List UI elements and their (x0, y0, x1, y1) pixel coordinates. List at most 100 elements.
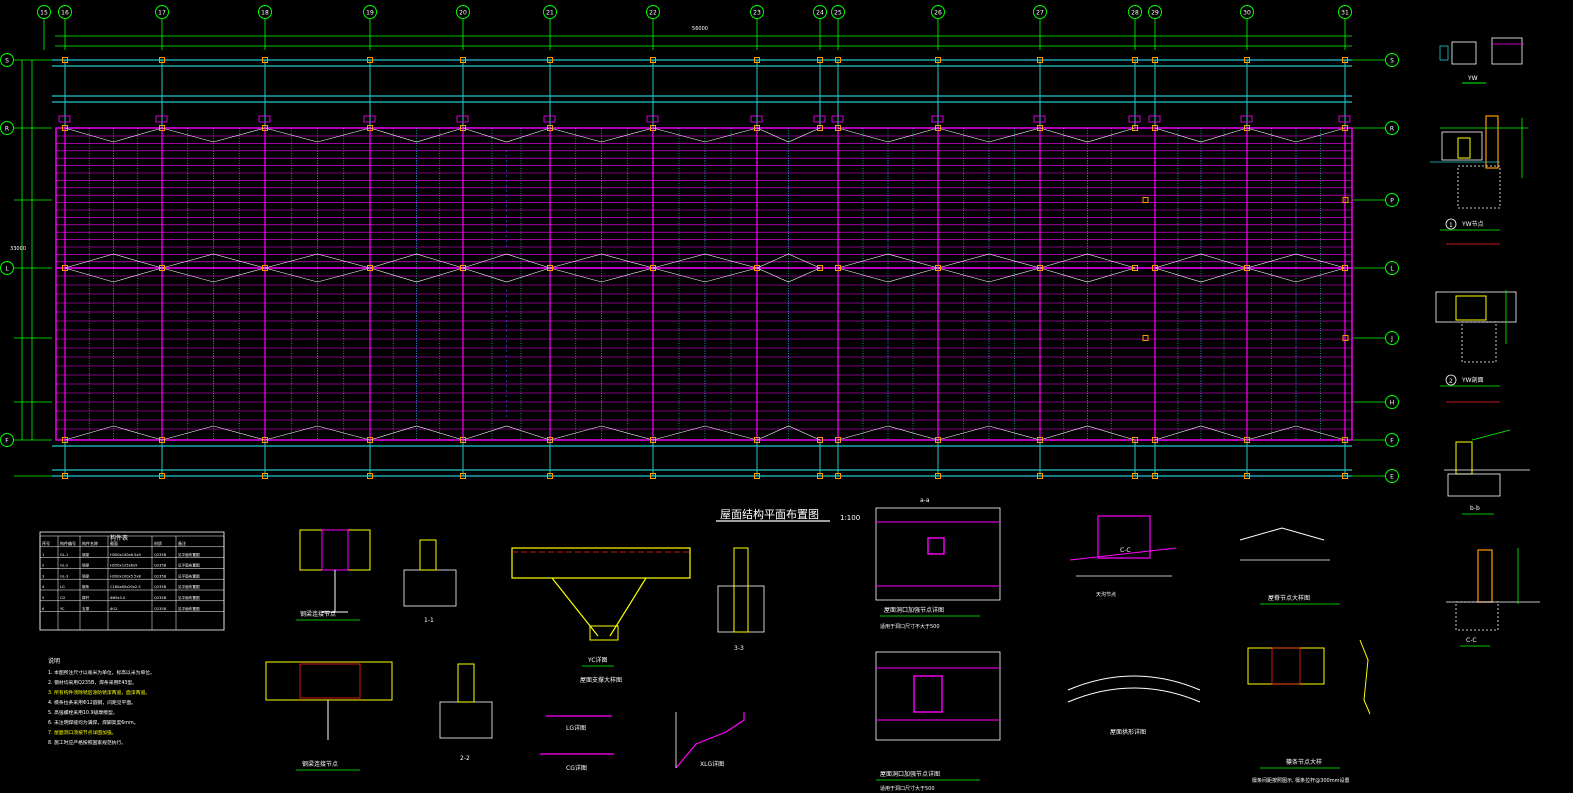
column-6-4 (650, 473, 656, 479)
axis-label-29: 29 (1151, 10, 1159, 17)
table-cell-2-1: GL-3 (60, 574, 68, 578)
gutter-detail: C-C 天沟节点 (1069, 515, 1177, 598)
brace-top-12 (1039, 127, 1136, 143)
yc-subtitle: 屋面支撑大样图 (580, 676, 622, 684)
node1-beam (299, 529, 371, 571)
column-1-0 (159, 57, 165, 63)
brace-mid-down-8 (756, 267, 821, 283)
column-11-3 (1037, 437, 1043, 443)
row-bubble-left-F (0, 433, 14, 447)
column-3-4 (367, 473, 373, 479)
member-tag-13 (1148, 115, 1161, 123)
column-15-4 (1342, 473, 1348, 479)
xlg-shape (675, 712, 745, 769)
column-13-0 (1152, 57, 1158, 63)
drawing-title: 屋面结构平面布置图 (720, 507, 819, 521)
open1-title: 屋面洞口加强节点详图 (884, 606, 944, 614)
yc-brace-left (551, 577, 599, 637)
bb-detail: b-b (1444, 429, 1530, 515)
axis-label-23: 23 (753, 10, 761, 17)
member-tag-1 (155, 115, 168, 123)
brace-mid-down-1 (64, 267, 163, 283)
axis-label-31: 31 (1341, 10, 1349, 17)
brace-top-2 (161, 127, 266, 143)
row-label-left-F: F (5, 438, 9, 445)
note-line-5: 6. 未注明焊缝均为满焊，焊脚高度6mm。 (48, 719, 138, 726)
table-cell-2-2: 钢梁 (82, 573, 90, 578)
axis-bubble-23 (750, 5, 764, 19)
note-line-3: 4. 檩条拉条采用Φ12圆钢，间距见平面。 (48, 699, 136, 706)
table-cell-5-2: 支撑 (82, 606, 90, 611)
table-cell-1-5: 见平面布置图 (178, 563, 200, 568)
note-line-6: 7. 屋面洞口须按节点详图加强。 (48, 729, 116, 736)
design-notes: 说明 1. 本图所注尺寸以毫米为单位，标高以米为单位。2. 钢材均采用Q235B… (48, 657, 155, 746)
brace-top-5 (462, 127, 551, 143)
s11-post (419, 539, 437, 571)
yw-section-caption: 2 YW剖面 (1440, 374, 1500, 403)
table-cell-4-1: CG (60, 596, 66, 600)
axis-label-21: 21 (546, 10, 554, 17)
note-line-7: 8. 施工时应严格按照国家规范执行。 (48, 739, 126, 746)
brace-bot-6 (549, 425, 654, 441)
column-6-3 (650, 437, 656, 443)
column-0-3 (62, 437, 68, 443)
brace-mid-up-6 (549, 253, 654, 269)
brace-mid-up-8 (756, 253, 821, 269)
sec-core (1455, 295, 1487, 321)
brace-mid-up-1 (64, 253, 163, 269)
table-cell-5-4: Q235B (154, 607, 167, 611)
column-1-3 (159, 437, 165, 443)
row-label-right-R: R (1390, 126, 1394, 133)
column-5-4 (547, 473, 553, 479)
table-header-1: 构件编号 (60, 540, 76, 546)
axis-bubble-19 (363, 5, 377, 19)
brace-bot-15 (1246, 425, 1346, 441)
member-tag-5 (543, 115, 556, 123)
row-label-right-E: E (1390, 474, 1394, 481)
column-14-0 (1244, 57, 1250, 63)
left-dim-total: 33000 (10, 246, 26, 252)
cc-post (1477, 549, 1493, 603)
brace-bot-7 (652, 425, 758, 441)
axis-bubble-26 (931, 5, 945, 19)
table-cell-3-1: LG (60, 585, 65, 589)
member-tag-7 (750, 115, 763, 123)
node2-plate (299, 663, 361, 699)
column-0-2 (62, 265, 68, 271)
brace-mid-down-5 (462, 267, 551, 283)
brace-bot-12 (1039, 425, 1136, 441)
column-12-3 (1132, 437, 1138, 443)
row-label-right-H: H (1390, 400, 1395, 407)
row-label-right-L: L (1390, 266, 1394, 273)
beam-node-1: 钢梁连接节点 (296, 529, 371, 621)
column-6-0 (650, 57, 656, 63)
column-3-0 (367, 57, 373, 63)
axis-bubble-20 (456, 5, 470, 19)
axis-label-16: 16 (61, 10, 69, 17)
member-tag-2 (258, 115, 271, 123)
brace-mid-up-3 (264, 253, 371, 269)
row-bubble-left-L (0, 261, 14, 275)
column-7-2 (754, 265, 760, 271)
brace-mid-up-2 (161, 253, 266, 269)
row-label-right-S: S (1390, 58, 1394, 65)
arch-detail: 屋面拱形详图 (1067, 675, 1201, 736)
brace-top-7 (652, 127, 758, 143)
axis-label-18: 18 (261, 10, 269, 17)
brace-top-14 (1154, 127, 1248, 143)
note-line-1: 2. 钢材均采用Q235B，焊条采用E43型。 (48, 679, 137, 686)
notes-title: 说明 (48, 657, 60, 665)
table-cell-3-3: C160x60x20x2.5 (110, 585, 141, 589)
brace-top-11 (937, 127, 1041, 143)
lg-detail: LG详图 CG详图 (540, 715, 614, 772)
note-line-2: 3. 所有构件须除锈后涂防锈漆两道，面漆两道。 (48, 689, 150, 696)
s22-label: 2-2 (460, 755, 470, 762)
brace-bot-4 (369, 425, 464, 441)
column-4-1 (460, 125, 466, 131)
column-9-2 (835, 265, 841, 271)
axis-bubble-27 (1033, 5, 1047, 19)
column-15-2 (1342, 265, 1348, 271)
yw-label: YW (1467, 75, 1478, 82)
axis-label-19: 19 (366, 10, 374, 17)
table-cell-1-2: 钢梁 (82, 563, 90, 568)
